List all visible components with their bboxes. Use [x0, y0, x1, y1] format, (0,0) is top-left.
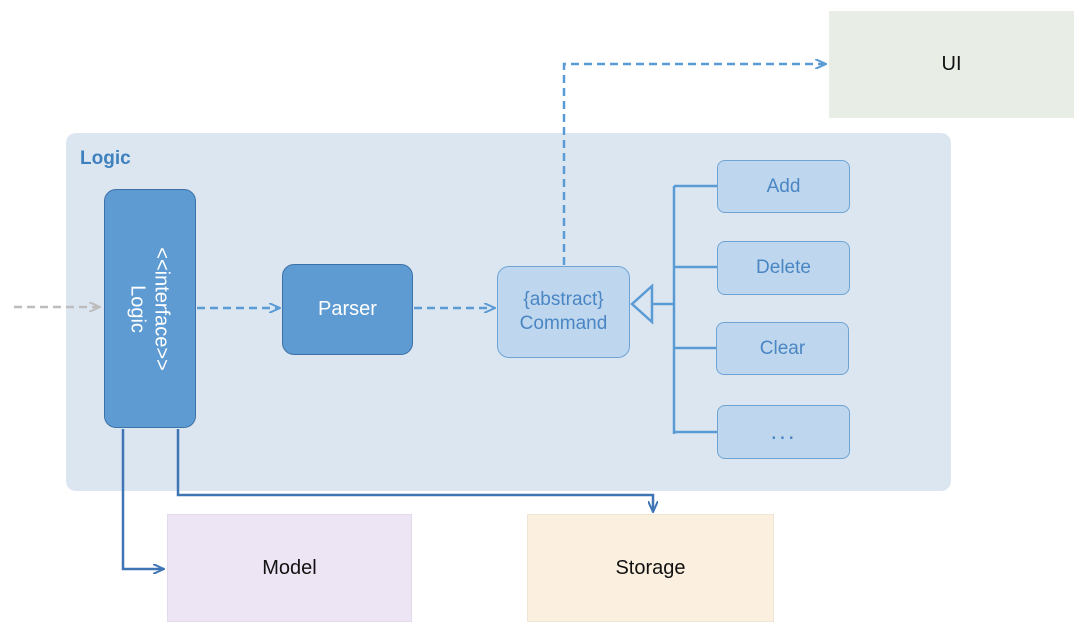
clear-command-label: Clear [759, 337, 806, 359]
ui-component-box: UI [829, 11, 1074, 118]
more-commands-box: ... [717, 405, 850, 459]
add-command-box: Add [717, 160, 850, 213]
model-component-box: Model [167, 514, 412, 622]
storage-component-box: Storage [527, 514, 774, 622]
inheritance-tree [652, 184, 717, 434]
add-command-label: Add [766, 175, 801, 197]
parser-box: Parser [282, 264, 413, 355]
delete-command-label: Delete [756, 257, 811, 278]
ui-label: UI [941, 53, 962, 75]
inheritance-triangle-icon [630, 283, 654, 325]
model-label: Model [262, 556, 317, 579]
more-commands-label: ... [770, 418, 797, 445]
parser-label: Parser [318, 298, 377, 320]
clear-command-box: Clear [716, 322, 849, 375]
command-box: {abstract} Command [497, 266, 630, 358]
storage-label: Storage [615, 556, 686, 579]
logic-to-model-arrow [121, 429, 164, 569]
delete-command-box: Delete [717, 241, 850, 295]
logic-interface-box: <<interface>> Logic [104, 189, 196, 428]
logic-to-storage-arrow [176, 429, 653, 512]
command-stereotype: {abstract} [523, 289, 604, 310]
command-to-ui-arrow [562, 64, 826, 265]
command-name: Command [519, 313, 608, 334]
logic-container-title: Logic [80, 148, 131, 169]
